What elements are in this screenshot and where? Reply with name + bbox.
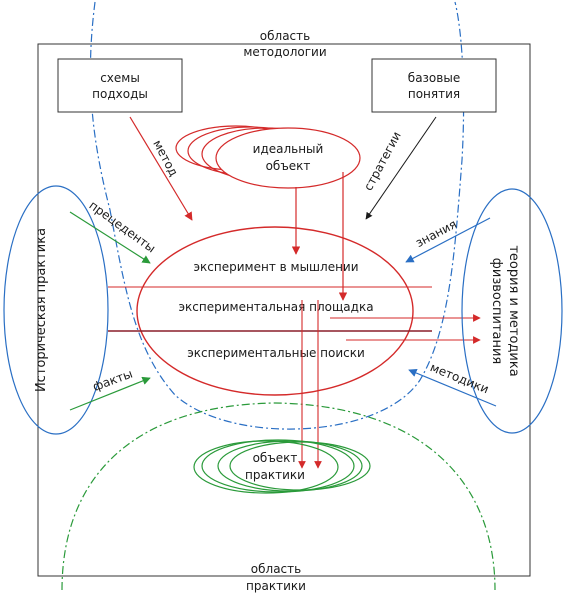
practice-region-label-1: область — [251, 562, 301, 576]
theory-label-2: физвоспитания — [489, 258, 504, 365]
facts-arrow — [69, 376, 151, 411]
ideal-object-label-2: объект — [266, 159, 311, 173]
concepts-box-line2: понятия — [408, 87, 460, 101]
strategies-arrow-label: стратегии — [361, 129, 404, 193]
methodology-region-label-1: область — [260, 29, 310, 43]
concepts-box-line1: базовые — [408, 71, 460, 85]
precedents-arrow-label: прецеденты — [87, 198, 159, 255]
concepts-box — [371, 58, 497, 113]
historical-practice-label: Историческая практика — [34, 228, 49, 392]
facts-arrow-label: факты — [91, 367, 135, 394]
ideal-object-ellipses — [175, 125, 361, 189]
thought-experiment-label: эксперимент в мышлении — [193, 260, 358, 274]
precedents-arrow — [69, 211, 151, 264]
methodology-region-label-2: методологии — [243, 45, 326, 59]
experiment-ellipse — [136, 226, 414, 396]
knowledge-arrow — [405, 217, 491, 263]
outer-frame — [37, 43, 531, 577]
experimental-search-label: экспериментальные поиски — [187, 346, 365, 360]
theory-label-1: теория и методика — [506, 245, 521, 376]
methods-arrow — [408, 369, 497, 407]
schemes-box-line1: схемы — [100, 71, 140, 85]
knowledge-arrow-label: знания — [413, 217, 459, 250]
practice-object-ellipses — [193, 439, 371, 494]
practice-object-label-1: объект — [253, 451, 298, 465]
schemes-box-line2: подходы — [92, 87, 148, 101]
theory-ellipse — [461, 188, 563, 434]
practice-region-label-2: практики — [246, 579, 306, 593]
schemes-box — [57, 58, 183, 113]
strategies-arrow — [365, 116, 437, 220]
practice-object-label-2: практики — [245, 468, 305, 482]
ideal-object-label-1: идеальный — [253, 142, 324, 156]
methodology-region-boundary — [89, 1, 465, 430]
experimental-site-label: экспериментальная площадка — [178, 300, 373, 314]
practice-region-boundary — [61, 402, 496, 591]
method-arrow — [129, 116, 193, 221]
historical-practice-ellipse — [3, 185, 109, 435]
